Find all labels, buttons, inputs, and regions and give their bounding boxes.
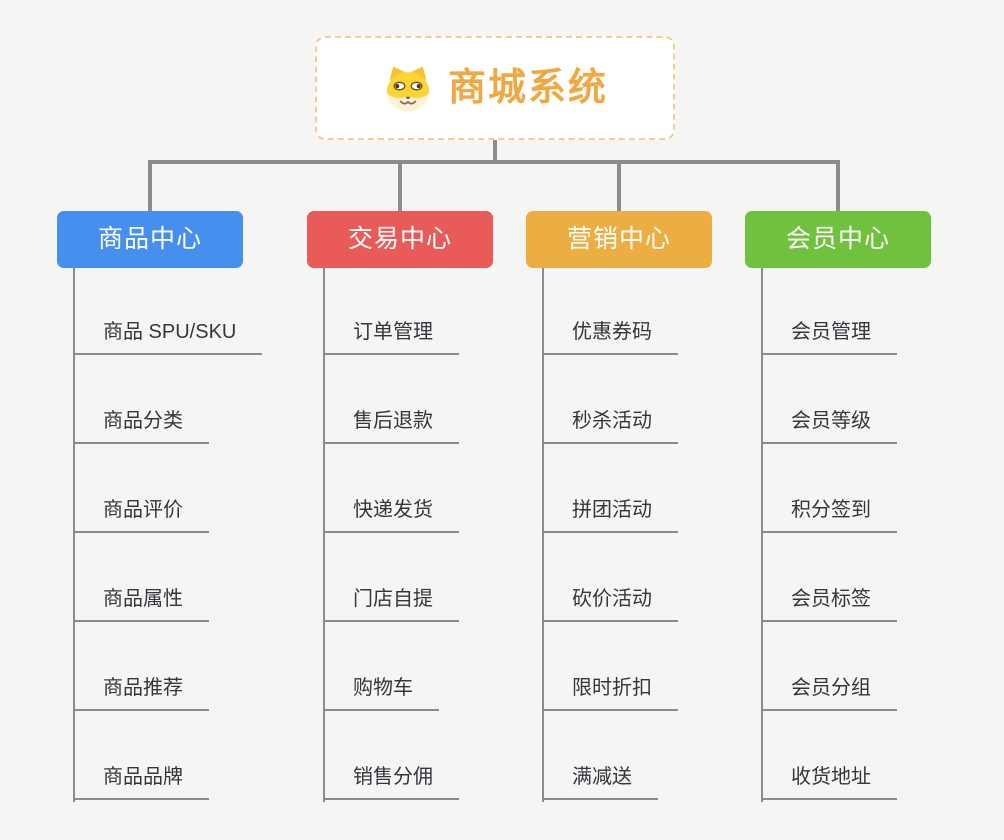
node-item-label: 售后退款 [323,409,459,444]
branch-trade-center: 交易中心 订单管理 售后退款 快递发货 门店自提 购物车 销售分佣 [307,211,567,811]
node-item[interactable]: 售后退款 [323,355,459,444]
branch-header-trade-center[interactable]: 交易中心 [307,211,493,268]
node-item[interactable]: 优惠券码 [542,266,678,355]
node-item[interactable]: 门店自提 [323,533,459,622]
connector-horizontal-line [148,160,840,164]
branch-items-product-center: 商品 SPU/SKU 商品分类 商品评价 商品属性 商品推荐 商品品牌 [73,266,263,800]
node-item-label: 拼团活动 [542,498,678,533]
node-item-label: 商品评价 [73,498,209,533]
node-item[interactable]: 销售分佣 [323,711,459,800]
connector-root-stub [493,140,497,164]
branch-marketing-center: 营销中心 优惠券码 秒杀活动 拼团活动 砍价活动 限时折扣 满减送 [526,211,786,811]
node-item-label: 满减送 [542,765,658,800]
node-item[interactable]: 商品 SPU/SKU [73,266,263,355]
node-item-label: 砍价活动 [542,587,678,622]
root-title: 商城系统 [447,67,608,109]
branch-header-marketing-center[interactable]: 营销中心 [526,211,712,268]
node-item[interactable]: 砍价活动 [542,533,678,622]
doge-dog-icon [382,64,434,113]
node-item-label: 收货地址 [761,765,897,800]
node-item[interactable]: 收货地址 [761,711,897,800]
branch-items-member-center: 会员管理 会员等级 积分签到 会员标签 会员分组 收货地址 [761,266,897,800]
node-item-label: 会员管理 [761,320,897,355]
node-item-label: 积分签到 [761,498,897,533]
node-item[interactable]: 商品评价 [73,444,262,533]
node-item-label: 会员标签 [761,587,897,622]
node-item-label: 会员等级 [761,409,897,444]
branch-member-center: 会员中心 会员管理 会员等级 积分签到 会员标签 会员分组 收货地址 [745,211,1004,811]
node-item-label: 优惠券码 [542,320,678,355]
root-node[interactable]: 商城系统 [315,36,675,140]
node-item-label: 门店自提 [323,587,459,622]
node-item-label: 商品品牌 [73,765,209,800]
node-item[interactable]: 会员标签 [761,533,897,622]
node-item[interactable]: 会员分组 [761,622,897,711]
node-item-label: 销售分佣 [323,765,459,800]
node-item-label: 秒杀活动 [542,409,678,444]
node-item[interactable]: 会员管理 [761,266,897,355]
node-item-label: 商品 SPU/SKU [73,320,263,355]
node-item-label: 商品推荐 [73,676,209,711]
connector-drop-marketing [617,160,621,212]
node-item-label: 购物车 [323,676,439,711]
node-item-label: 会员分组 [761,676,897,711]
branch-connector-line [542,268,544,802]
branch-items-trade-center: 订单管理 售后退款 快递发货 门店自提 购物车 销售分佣 [323,266,459,800]
connector-drop-member [836,160,840,212]
node-item[interactable]: 商品属性 [73,533,262,622]
node-item-label: 快递发货 [323,498,459,533]
branch-connector-line [323,268,325,802]
node-item[interactable]: 拼团活动 [542,444,678,533]
node-item-label: 限时折扣 [542,676,678,711]
branch-items-marketing-center: 优惠券码 秒杀活动 拼团活动 砍价活动 限时折扣 满减送 [542,266,678,800]
doge-dog-icon-svg [386,66,430,111]
node-item-label: 商品分类 [73,409,209,444]
node-item[interactable]: 商品推荐 [73,622,262,711]
node-item[interactable]: 限时折扣 [542,622,678,711]
connector-drop-product [148,160,152,212]
node-item[interactable]: 满减送 [542,711,678,800]
branch-connector-line [73,268,75,802]
node-item[interactable]: 秒杀活动 [542,355,678,444]
node-item-label: 商品属性 [73,587,209,622]
node-item[interactable]: 积分签到 [761,444,897,533]
branch-product-center: 商品中心 商品 SPU/SKU 商品分类 商品评价 商品属性 商品推荐 商品品牌 [57,211,317,811]
node-item[interactable]: 会员等级 [761,355,897,444]
node-item[interactable]: 订单管理 [323,266,459,355]
branch-header-product-center[interactable]: 商品中心 [57,211,243,268]
node-item[interactable]: 商品分类 [73,355,262,444]
branch-connector-line [761,268,763,802]
node-item[interactable]: 商品品牌 [73,711,262,800]
branch-header-member-center[interactable]: 会员中心 [745,211,931,268]
node-item-label: 订单管理 [323,320,459,355]
connector-drop-trade [398,160,402,212]
node-item[interactable]: 快递发货 [323,444,459,533]
node-item[interactable]: 购物车 [323,622,459,711]
